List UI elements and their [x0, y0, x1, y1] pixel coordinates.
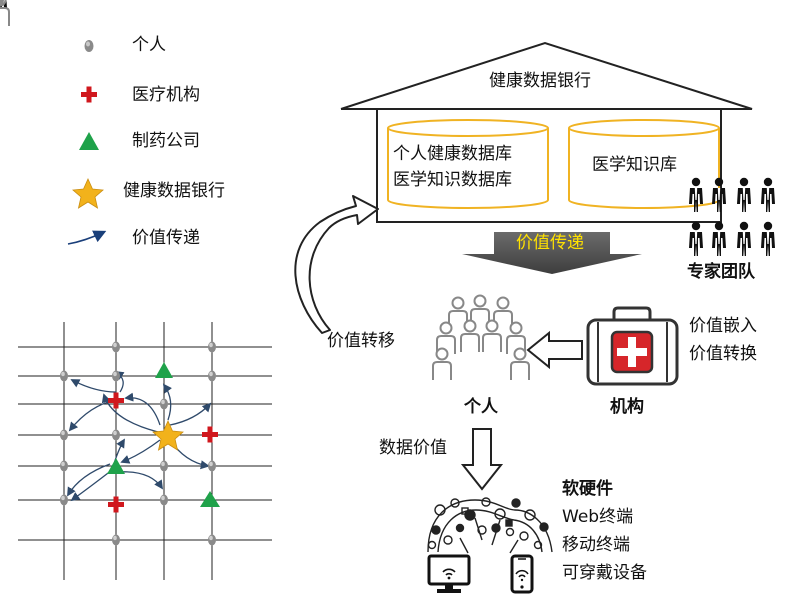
legend-bank-label: 健康数据银行 [123, 181, 225, 201]
personal-db-cylinder [387, 119, 549, 209]
legend-bank-star-icon [72, 178, 104, 209]
value-shift-curved-arrow [294, 195, 379, 334]
value-transfer-banner [462, 232, 642, 274]
medical-kit-icon [586, 306, 679, 386]
db-right-label: 医学知识库 [592, 155, 677, 175]
hardware-item-wearable: 可穿戴设备 [562, 563, 647, 583]
legend-medical-label: 医疗机构 [132, 85, 200, 105]
hardware-item-web: Web终端 [562, 507, 634, 527]
network-pharma-nodes [107, 362, 220, 507]
data-value-label: 数据价值 [379, 438, 447, 458]
iot-devices-icon [427, 497, 553, 554]
institution-label: 机构 [610, 397, 644, 417]
value-embed-label: 价值嵌入 [689, 316, 757, 336]
db-left-line1: 个人健康数据库 [393, 144, 512, 164]
value-convert-label: 价值转换 [689, 344, 757, 364]
hardware-item-mobile: 移动终端 [562, 535, 630, 555]
legend-person-icon [84, 40, 94, 52]
legend-pharma-label: 制药公司 [132, 131, 200, 151]
legend-person-label: 个人 [132, 35, 166, 55]
data-value-down-arrow [460, 428, 504, 491]
house-title: 健康数据银行 [489, 71, 591, 91]
network-medical-nodes [108, 392, 218, 513]
network-bank-star [152, 420, 184, 451]
value-transfer-banner-label: 价值传递 [516, 233, 584, 253]
legend-medical-cross-icon [81, 86, 97, 103]
network-person-nodes [0, 0, 216, 546]
desktop-monitor-icon [427, 554, 471, 593]
expert-team-label: 专家团队 [687, 262, 755, 282]
network-flow-arrows [67, 370, 212, 502]
individual-label: 个人 [464, 397, 498, 417]
legend-pharma-triangle-icon [79, 132, 99, 150]
db-left-line2: 医学知识数据库 [393, 170, 512, 190]
institution-to-individual-arrow [526, 330, 583, 370]
mobile-phone-icon [510, 554, 534, 594]
value-shift-label: 价值转移 [327, 331, 395, 351]
legend-value-arrow-icon [67, 230, 107, 245]
hardware-title: 软硬件 [562, 479, 613, 499]
legend-value-transfer-label: 价值传递 [132, 228, 200, 248]
health-data-bank-house [340, 41, 753, 223]
